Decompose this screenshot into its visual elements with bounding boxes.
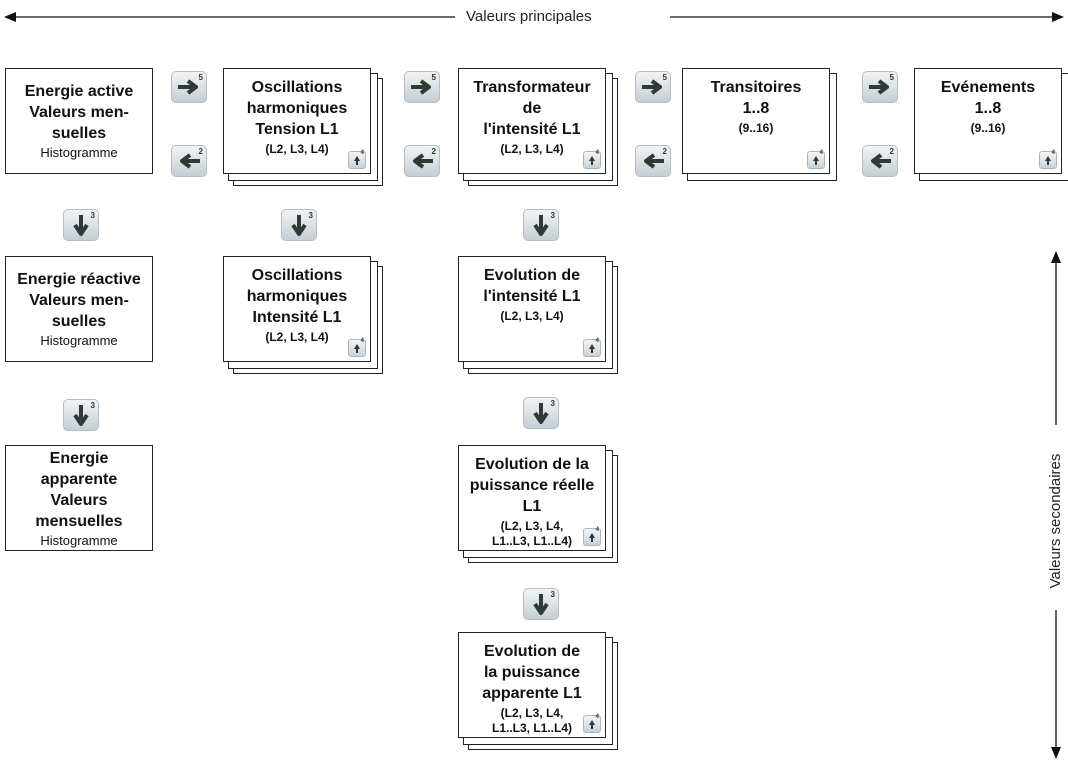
up-key-icon[interactable]: 4	[583, 714, 601, 733]
card-subtitle: (L2, L3, L4)	[500, 142, 564, 156]
up-key-number: 4	[1051, 150, 1055, 156]
card-subtitle: (9..16)	[738, 121, 774, 135]
right-key-button[interactable]: 5	[404, 71, 440, 103]
up-key-number: 4	[595, 150, 599, 156]
card-title: Oscillations harmoniques Tension L1	[246, 79, 348, 138]
card-title: Energie apparente Valeurs mensuelles	[35, 449, 123, 530]
card-subtitle: (L2, L3, L4, L1..L3, L1..L4)	[491, 519, 572, 548]
card-histogram-label: Histogramme	[40, 333, 118, 348]
card-energie-apparente[interactable]: Energie apparente Valeurs mensuelles His…	[5, 445, 155, 553]
left-key-button[interactable]: 2	[862, 145, 898, 177]
down-key-button[interactable]: 3	[523, 397, 559, 429]
card-title: Energie active Valeurs men- suelles	[24, 83, 134, 142]
horizontal-axis-label: Valeurs principales	[466, 8, 592, 26]
up-key-icon[interactable]: 4	[348, 338, 366, 357]
up-key-icon[interactable]: 4	[348, 150, 366, 169]
card-evolution-puissance-reelle[interactable]: Evolution de la puissance réelle L1 (L2,…	[458, 445, 618, 563]
horizontal-axis-arrow	[4, 12, 1064, 22]
card-subtitle: (L2, L3, L4)	[265, 330, 329, 344]
card-title: Evolution de la puissance réelle L1	[469, 456, 595, 515]
up-key-number: 4	[360, 338, 364, 344]
card-title: Oscillations harmoniques Intensité L1	[246, 267, 348, 326]
card-histogram-label: Histogramme	[40, 532, 118, 548]
card-energie-reactive[interactable]: Energie réactive Valeurs men- suelles Hi…	[5, 256, 155, 364]
down-key-button[interactable]: 3	[63, 209, 99, 241]
down-key-button[interactable]: 3	[63, 399, 99, 431]
card-title: Transformateur de l'intensité L1	[473, 79, 591, 138]
card-transitoires[interactable]: Transitoires 1..8 (9..16) 4	[682, 68, 837, 181]
left-key-button[interactable]: 2	[635, 145, 671, 177]
card-subtitle: (L2, L3, L4, L1..L3, L1..L4)	[491, 706, 572, 735]
left-key-button[interactable]: 2	[171, 145, 207, 177]
right-key-button[interactable]: 5	[862, 71, 898, 103]
up-key-icon[interactable]: 4	[583, 338, 601, 357]
card-title: Evolution de l'intensité L1	[483, 267, 581, 305]
left-key-button[interactable]: 2	[404, 145, 440, 177]
card-histogram-label: Histogramme	[40, 145, 118, 160]
up-key-icon[interactable]: 4	[583, 527, 601, 546]
card-subtitle: (L2, L3, L4)	[265, 142, 329, 156]
card-oscillations-intensite[interactable]: Oscillations harmoniques Intensité L1 (L…	[223, 256, 383, 374]
down-key-button[interactable]: 3	[523, 209, 559, 241]
up-key-number: 4	[595, 527, 599, 533]
vertical-axis-label: Valeurs secondaires	[1047, 441, 1065, 601]
card-subtitle: (L2, L3, L4)	[500, 309, 564, 323]
up-key-number: 4	[595, 338, 599, 344]
down-key-button[interactable]: 3	[523, 588, 559, 620]
vertical-axis-arrow	[1051, 251, 1061, 759]
up-key-number: 4	[595, 714, 599, 720]
card-oscillations-tension[interactable]: Oscillations harmoniques Tension L1 (L2,…	[223, 68, 383, 186]
right-key-button[interactable]: 5	[171, 71, 207, 103]
card-evolution-puissance-apparente[interactable]: Evolution de la puissance apparente L1 (…	[458, 632, 618, 750]
card-title: Evolution de la puissance apparente L1	[482, 643, 582, 702]
up-key-number: 4	[819, 150, 823, 156]
card-title: Transitoires 1..8	[710, 79, 802, 117]
up-key-icon[interactable]: 4	[583, 150, 601, 169]
card-transformateur-intensite[interactable]: Transformateur de l'intensité L1 (L2, L3…	[458, 68, 618, 186]
down-key-button[interactable]: 3	[281, 209, 317, 241]
right-key-button[interactable]: 5	[635, 71, 671, 103]
card-title: Energie réactive Valeurs men- suelles	[17, 271, 141, 330]
card-evolution-intensite[interactable]: Evolution de l'intensité L1 (L2, L3, L4)…	[458, 256, 618, 374]
card-energie-active[interactable]: Energie active Valeurs men- suelles Hist…	[5, 68, 155, 176]
up-key-icon[interactable]: 4	[807, 150, 825, 169]
up-key-number: 4	[360, 150, 364, 156]
card-title: Evénements 1..8	[940, 79, 1036, 117]
card-subtitle: (9..16)	[970, 121, 1006, 135]
card-evenements[interactable]: Evénements 1..8 (9..16) 4	[914, 68, 1068, 181]
up-key-icon[interactable]: 4	[1039, 150, 1057, 169]
